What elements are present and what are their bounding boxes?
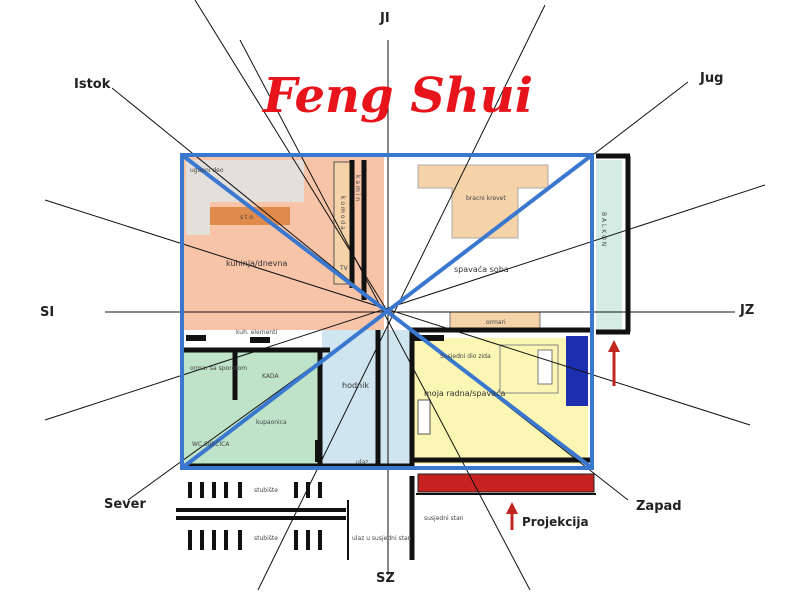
label-stubiste-bottom: stubište [254,535,278,542]
outer-frame [180,153,594,470]
direction-jug: Jug [699,71,723,86]
label-ugaoni-deo: ugaoni deo [190,167,224,174]
label-wc: WC SIJEČICA [192,441,230,448]
label-balkon: B A L K O N [600,212,607,246]
furniture-door-box [417,399,431,435]
hall-fill [322,330,412,468]
kitchen-counter-side [186,200,210,235]
label-sto: s t o [240,214,253,221]
label-ulaz-small: ulaz [356,459,368,466]
label-susjedni-zid: Susjedni dio zida [440,353,491,360]
projection-arrows [506,340,620,530]
label-ormar: ormar sa sporetom [190,365,247,372]
label-kuh-elementi: kuh. elementi [236,329,277,336]
stairs [176,482,346,550]
label-kupaonica: kupaonica [256,419,287,426]
label-projekcija: Projekcija [522,515,589,529]
direction-jz: JZ [739,303,754,318]
label-susjedni-stan: susjedni stan [424,515,464,522]
label-tv: TV [339,265,349,272]
label-ulaz-susjedni: ulaz u susjedni stan [352,535,412,542]
label-moja-radna: moja radna/spavaća [424,388,505,398]
label-spavaca-soba: spavaća soba [454,264,509,274]
direction-si: SI [40,305,54,320]
furniture-cabinet [537,349,553,385]
label-komoda: k o m o d a [339,196,346,230]
direction-sever: Sever [104,497,146,512]
room-labels: ugaoni deo s t o kuhinja/dnevna k o m o … [190,167,607,542]
blue-block [566,336,588,406]
title: Feng Shui [261,68,533,124]
label-kamin: k a m i n [354,175,361,201]
direction-istok: Istok [74,77,111,92]
label-ormari: ormari [486,319,506,326]
room-fills [182,155,622,495]
label-stubiste-top: stubište [254,487,278,494]
outside-hatch [417,473,595,493]
label-kuhinja: kuhinja/dnevna [226,259,288,268]
label-hodnik: hodnik [342,381,369,390]
balcony-fill [596,160,622,330]
label-bracni-krevet: bracni krevet [466,195,506,202]
direction-labels: JI Jug Istok SI JZ Sever Zapad SZ [40,11,754,586]
direction-sz: SZ [376,571,395,586]
kitchen-counter [186,160,304,202]
direction-zapad: Zapad [636,499,682,514]
direction-ji: JI [379,11,390,26]
furniture-bed [417,164,549,239]
label-kada: KADA [262,373,279,380]
